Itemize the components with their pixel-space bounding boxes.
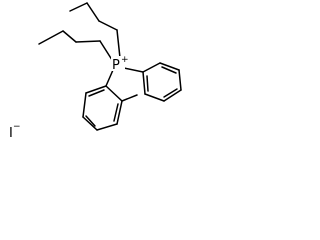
bond-l1 [105, 85, 123, 102]
bond-l-inner-2 [85, 115, 96, 127]
benzene-ring-right [142, 62, 182, 102]
phosphorus-atom-label: P [112, 58, 120, 73]
phosphole-ring [105, 67, 144, 102]
bond-l3 [96, 123, 118, 131]
bond-r-inner-2 [163, 88, 178, 98]
butyl-chain-lower [38, 30, 115, 64]
bond-r5 [144, 93, 165, 102]
iodide-ion-label: I [9, 126, 13, 141]
bond-l5 [82, 92, 87, 118]
bond-l-inner-1 [113, 103, 119, 122]
bond-l4 [82, 116, 98, 131]
bond-r-inner-3 [146, 75, 149, 92]
bond-l-inner-3 [88, 89, 105, 97]
bond-c3a-c4a [69, 2, 88, 12]
bond-p-c1a [116, 29, 121, 59]
bond-l2 [116, 100, 123, 125]
bond-r3 [178, 69, 182, 91]
bond-r1 [142, 62, 161, 73]
bond-l6 [85, 85, 107, 94]
bond-r2 [159, 62, 180, 71]
bond-r6 [142, 71, 146, 95]
bond-p-ring-right [123, 67, 144, 73]
bond-r4 [163, 89, 182, 102]
benzene-ring-left [82, 85, 123, 131]
bond-p-ring-left [105, 69, 114, 87]
phosphorus-label-background [111, 56, 125, 71]
bond-c2a-c3a [86, 2, 100, 22]
bond-c1b-c2b [75, 40, 101, 43]
bond-c3b-c4b [38, 30, 64, 45]
molecular-structure-diagram: P + I − [9, 2, 182, 141]
phosphorus-charge-label: + [121, 55, 129, 65]
bond-c1a-c2a [98, 20, 118, 31]
butyl-chain-upper [69, 2, 121, 59]
bond-c2b-c3b [62, 30, 77, 43]
iodide-charge-label: − [13, 122, 21, 132]
bond-r-inner-1 [161, 66, 177, 74]
bond-ring-junction [121, 94, 138, 102]
